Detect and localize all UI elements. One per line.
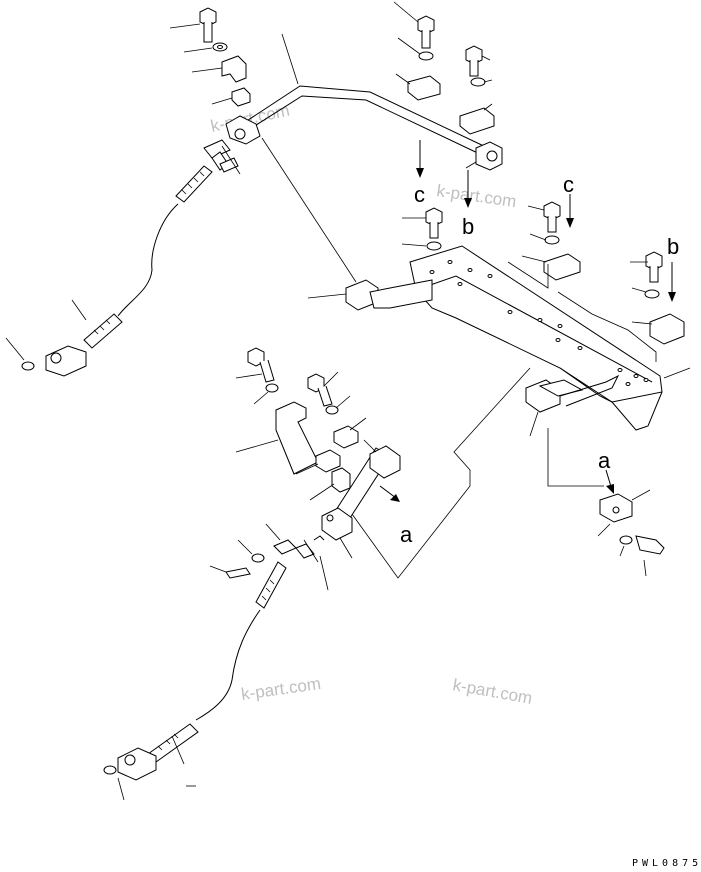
rod-end-left-ball: [225, 115, 261, 145]
bushing-top-left: [211, 87, 251, 107]
callout-a-lower: a: [400, 522, 413, 547]
cable-connector-right: [525, 374, 620, 437]
washer-top-left: [183, 42, 228, 53]
callout-b-upper: b: [462, 214, 474, 239]
lower-control-cable: [103, 523, 319, 801]
watermark-text: k-part.com: [451, 675, 533, 708]
connection-lines: [507, 261, 657, 362]
clamp-top-left: [191, 55, 247, 83]
clamp-bracket-left: [261, 137, 433, 311]
callout-b-right: b: [667, 234, 679, 259]
arrow-b-right: [668, 262, 676, 302]
arrow-b-upper: [464, 170, 472, 208]
bolt-far-right: [630, 251, 685, 345]
bolt-lower-center: [307, 371, 351, 415]
watermark-text: k-part.com: [240, 674, 322, 704]
connection-path: [351, 367, 531, 579]
drawing-code: PWL0875: [632, 858, 701, 869]
arrow-c-upper: [416, 140, 424, 178]
upper-control-rod: [235, 33, 503, 171]
callout-a-right: a: [598, 448, 611, 473]
pivot-shaft: [321, 439, 401, 559]
bolt-mid-right: [521, 201, 581, 281]
bolt-top-right: [459, 45, 495, 135]
connection-box-a: [547, 428, 604, 487]
arrow-a-right: [605, 469, 614, 494]
bolt-top-center: [393, 1, 441, 101]
bolt-top-left: [169, 7, 217, 43]
bolt-lower-left: [235, 347, 279, 405]
callout-c-upper: c: [414, 182, 425, 207]
arrow-c-right: [566, 194, 574, 228]
cotter-pin: [313, 535, 329, 591]
washer-cable-end: [5, 337, 35, 371]
upper-control-cable: [45, 139, 241, 377]
callout-c-right: c: [563, 172, 574, 197]
small-clamps-center: [295, 417, 367, 501]
lever-plate: [235, 401, 319, 475]
watermark-text: k-part.com: [435, 181, 517, 211]
arrow-a-lower: [379, 485, 400, 502]
clamp-lower-right: [597, 489, 665, 577]
bolt-mid-left: [401, 207, 443, 251]
